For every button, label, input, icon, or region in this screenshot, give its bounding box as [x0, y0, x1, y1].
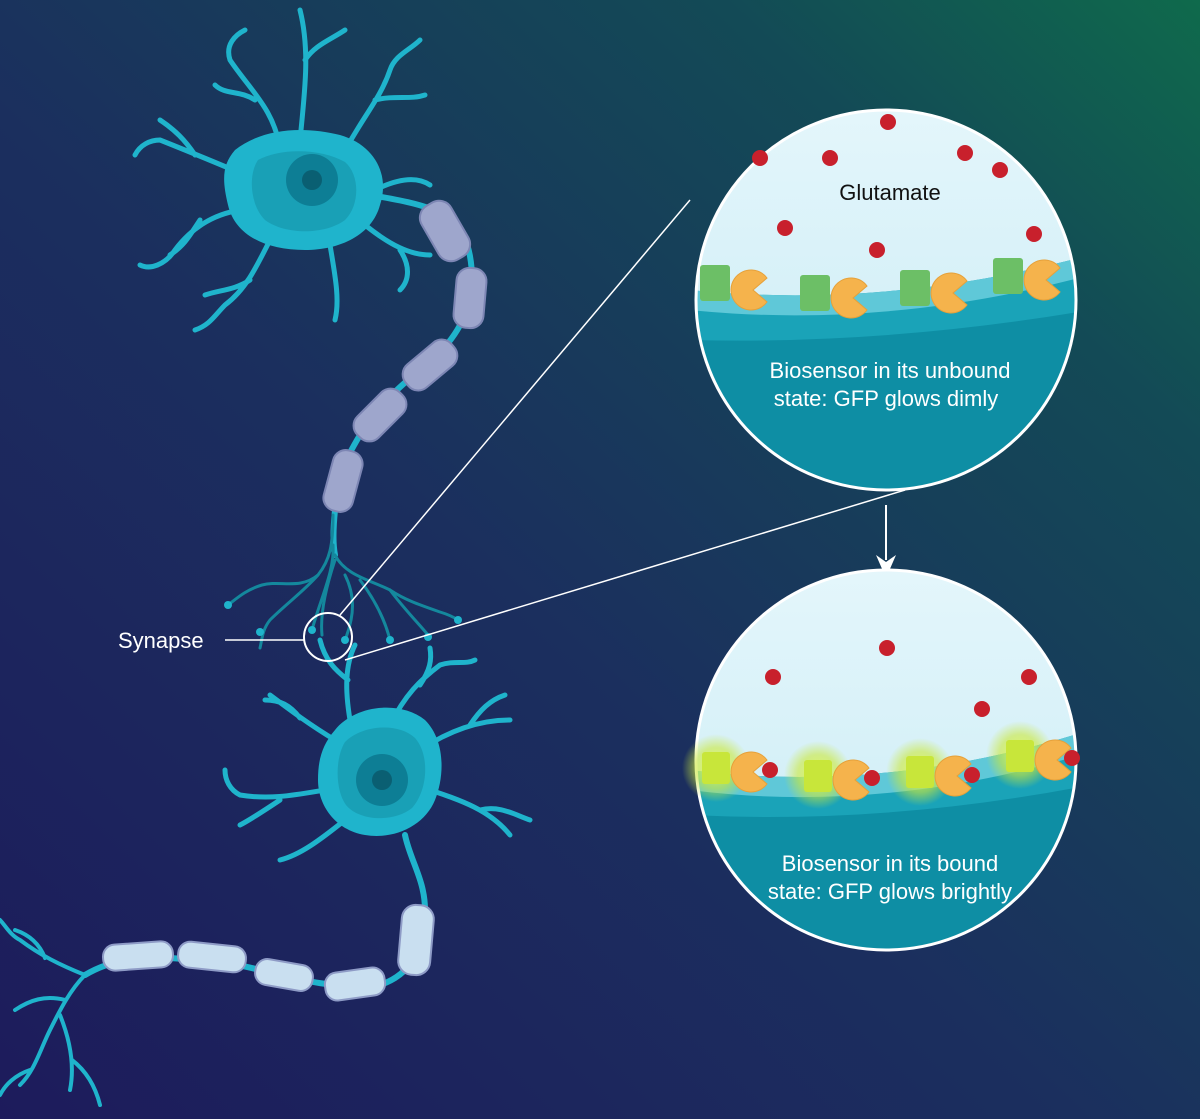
bottom-neuron-body: [318, 707, 442, 836]
zoom-lines: [339, 199, 906, 661]
synapse-label: Synapse: [118, 628, 204, 653]
glutamate-label: Glutamate: [839, 180, 941, 205]
bound-caption-line1: Biosensor in its bound: [782, 851, 998, 876]
down-arrow-icon: [876, 505, 896, 578]
bound-bubble: Biosensor in its bound state: GFP glows …: [682, 568, 1080, 952]
bottom-myelin-sheaths: [101, 903, 435, 1002]
unbound-caption-line2: state: GFP glows dimly: [774, 386, 999, 411]
bottom-neuron-branches: [0, 918, 102, 1107]
bound-glutamate-molecules: [765, 640, 1037, 717]
bound-biosensors: [702, 739, 1080, 801]
unbound-glutamate-molecules: [752, 114, 1042, 258]
top-neuron-body: [224, 130, 384, 250]
bound-caption-line2: state: GFP glows brightly: [768, 879, 1012, 904]
unbound-bubble: Glutamate Biosensor in its unbound state…: [694, 108, 1078, 492]
unbound-biosensors: [700, 258, 1061, 319]
top-myelin-sheaths: [322, 199, 488, 513]
unbound-caption-line1: Biosensor in its unbound: [770, 358, 1011, 383]
axon-terminal-bulbs: [224, 601, 462, 644]
bottom-neuron-dendrites: [222, 637, 533, 863]
synapse-marker: [225, 612, 353, 662]
